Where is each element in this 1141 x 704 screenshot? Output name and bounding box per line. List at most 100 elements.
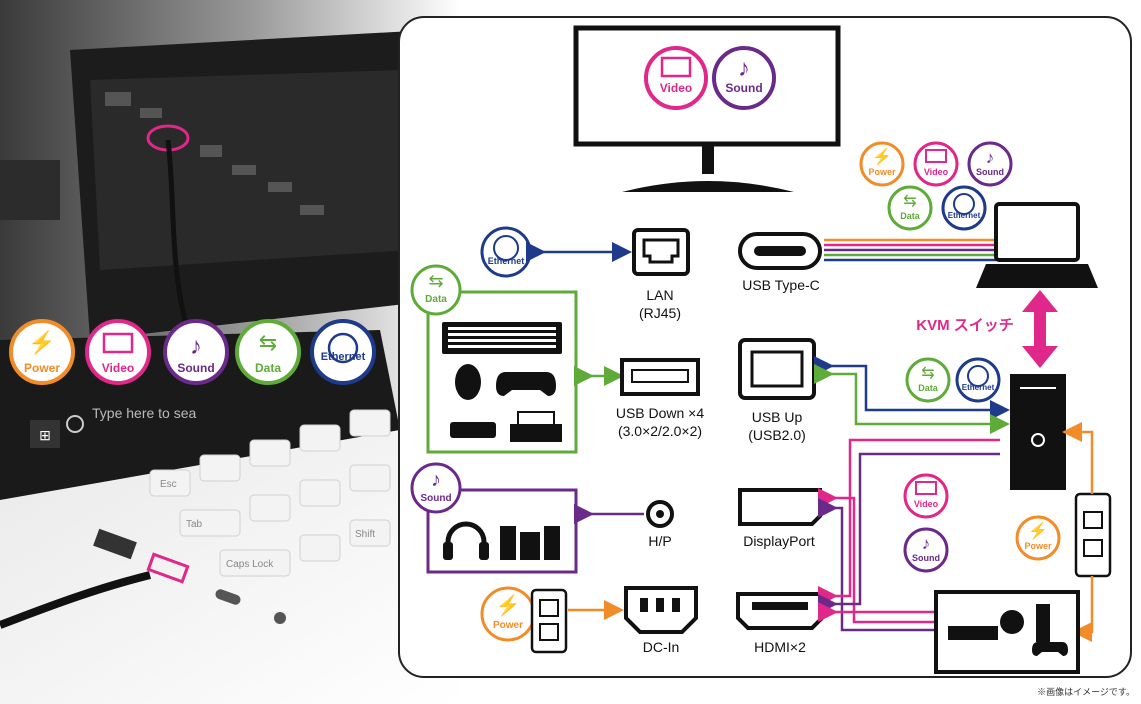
video-icon xyxy=(915,481,937,495)
monitor-port xyxy=(105,92,131,106)
svg-text:Data: Data xyxy=(918,383,939,393)
sound-group-badge: ♪ Sound xyxy=(410,462,462,514)
laptop-badge-sound: ♪ Sound xyxy=(967,141,1013,187)
usb-c-link xyxy=(824,238,996,262)
svg-text:Sound: Sound xyxy=(976,167,1004,177)
key-label: Caps Lock xyxy=(226,559,274,570)
usb-drive-icon xyxy=(450,422,496,438)
key-label: Tab xyxy=(186,519,203,530)
music-note-icon: ♪ xyxy=(431,469,441,491)
svg-text:Ethernet: Ethernet xyxy=(321,351,366,363)
keyboard-icon xyxy=(442,322,562,354)
music-note-icon: ♪ xyxy=(190,333,202,360)
wall-outlet-icon xyxy=(530,588,568,654)
music-note-icon: ♪ xyxy=(922,534,931,553)
laptop-cable xyxy=(0,571,151,629)
svg-text:⊞: ⊞ xyxy=(39,427,51,443)
arrows-icon: ⇆ xyxy=(921,365,934,382)
laptop-badge-ethernet: Ethernet xyxy=(941,185,987,231)
svg-text:Video: Video xyxy=(660,81,692,95)
monitor-port xyxy=(140,108,162,118)
usb-up-sub-label: (USB2.0) xyxy=(748,427,806,443)
mouse-icon xyxy=(455,364,481,400)
printer-icon xyxy=(510,411,562,442)
laptop-audio-port xyxy=(274,612,286,624)
photo-badge-sound: ♪ Sound xyxy=(163,319,229,385)
headphones-icon xyxy=(445,521,487,556)
power-badge: ⚡ Power xyxy=(1015,515,1061,561)
laptop-port xyxy=(215,589,241,605)
usb-c-label: USB Type-C xyxy=(742,277,820,293)
pc-badge-ethernet: Ethernet xyxy=(955,357,1001,403)
svg-text:Power: Power xyxy=(1024,541,1052,551)
arrows-icon: ⇆ xyxy=(259,330,277,355)
usb-down-label: USB Down ×4 xyxy=(616,405,705,421)
dc-power-badge: ⚡ Power xyxy=(480,586,536,642)
svg-text:Data: Data xyxy=(900,211,921,221)
power-icon: ⚡ xyxy=(872,147,892,166)
lan-label: LAN xyxy=(646,287,673,303)
kvm-arrow-icon xyxy=(1022,290,1058,368)
monitor-port xyxy=(200,145,222,157)
keyboard xyxy=(149,409,391,577)
svg-text:Data: Data xyxy=(255,361,281,375)
power-icon: ⚡ xyxy=(1028,521,1048,540)
power-icon: ⚡ xyxy=(496,593,521,617)
monitor-port xyxy=(300,205,324,215)
laptop-badge-video: Video xyxy=(913,141,959,187)
game-power-link xyxy=(1072,576,1094,642)
hdmi-port xyxy=(736,592,824,630)
globe-icon xyxy=(327,332,359,364)
controller-icon xyxy=(1032,642,1068,656)
video-icon xyxy=(102,332,134,354)
speaker-system-icon xyxy=(500,526,560,560)
svg-text:Sound: Sound xyxy=(912,553,940,563)
globe-icon xyxy=(953,193,975,215)
lan-sub-label: (RJ45) xyxy=(639,305,681,321)
svg-text:Sound: Sound xyxy=(177,361,214,375)
pc-tower xyxy=(1010,374,1066,490)
pc-power-link xyxy=(1062,422,1094,494)
monitor-port xyxy=(232,165,256,175)
game-console-icon xyxy=(1036,604,1050,642)
svg-text:Video: Video xyxy=(102,361,134,375)
svg-text:Ethernet: Ethernet xyxy=(948,211,981,220)
globe-icon xyxy=(493,235,519,261)
power-icon: ⚡ xyxy=(28,330,55,356)
svg-text:Power: Power xyxy=(24,361,60,375)
monitor-port xyxy=(268,182,292,192)
lan-port xyxy=(632,228,690,276)
svg-text:Sound: Sound xyxy=(725,81,762,95)
dc-in-label: DC-In xyxy=(643,639,680,655)
usb-up-data-link xyxy=(814,364,1010,434)
music-note-icon: ♪ xyxy=(738,55,750,82)
hdmi-sound-link-1 xyxy=(818,452,1000,614)
laptop-badge-power: ⚡ Power xyxy=(859,141,905,187)
svg-text:Sound: Sound xyxy=(420,493,451,504)
hdmi-label: HDMI×2 xyxy=(754,639,806,655)
displayport-label: DisplayPort xyxy=(743,533,815,549)
wall-outlet-icon xyxy=(1074,492,1112,578)
photo-badge-data: ⇆ Data xyxy=(235,319,301,385)
svg-text:Video: Video xyxy=(914,499,939,509)
dc-in-port xyxy=(624,586,698,634)
svg-text:Video: Video xyxy=(924,167,949,177)
monitor-illustration xyxy=(573,25,841,192)
data-group-badge: ⇆ Data xyxy=(410,264,462,316)
arrows-icon: ⇆ xyxy=(903,193,916,210)
blu-ray-player-icon xyxy=(948,626,998,640)
usb-up-label: USB Up xyxy=(752,409,803,425)
kvm-label: KVM スイッチ xyxy=(916,317,1014,334)
svg-text:Ethernet: Ethernet xyxy=(488,256,525,266)
displayport-port xyxy=(738,488,822,526)
photo-badge-video: Video xyxy=(85,319,151,385)
key-label: Esc xyxy=(160,479,177,490)
laptop-badge-data: ⇆ Data xyxy=(887,185,933,231)
usb-down-port xyxy=(620,358,700,396)
hdmi-video-link-1 xyxy=(818,438,1000,606)
photo-badge-ethernet: Ethernet xyxy=(310,319,376,385)
usb-c-cable xyxy=(165,139,188,321)
ethernet-badge: Ethernet xyxy=(480,226,532,278)
usb-down-sub-label: (3.0×2/2.0×2) xyxy=(618,423,702,439)
